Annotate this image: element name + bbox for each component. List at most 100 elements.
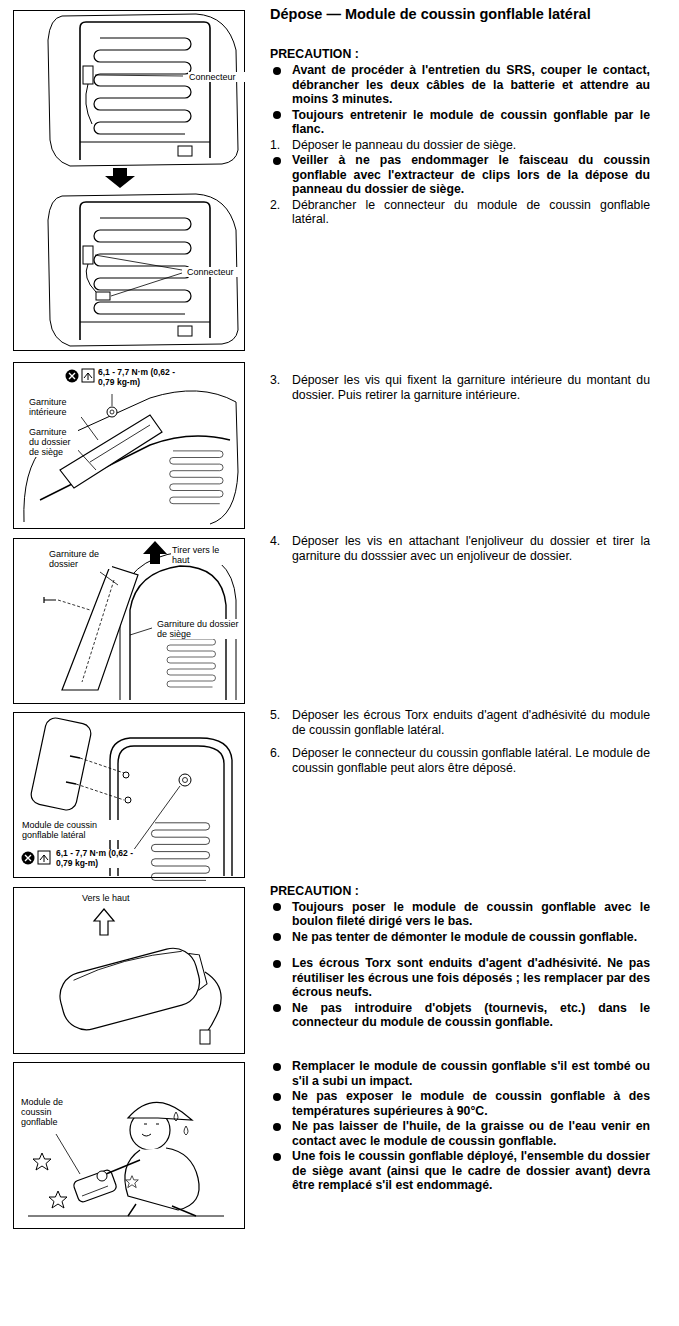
seat-back-view-part (95, 255, 182, 270)
precaution-heading: PRECAUTION : (270, 884, 650, 899)
bullet-dot (273, 1004, 281, 1012)
side-airbag-module-removal-part (183, 778, 188, 783)
side-airbag-module-removal-part (123, 772, 129, 778)
step-text: Déposer le connecteur du coussin gonflab… (292, 746, 650, 775)
bullet-dot (273, 157, 281, 165)
airbag-module-orientation-part (205, 972, 221, 1032)
seat-back-garnish-part (130, 628, 152, 635)
side-airbag-module-removal-part (130, 786, 180, 855)
seat-back-garnish-part (44, 597, 56, 603)
airbag-module-orientation-part (200, 1030, 210, 1044)
step-number: 2. (270, 198, 290, 213)
dropped-module-warning-part (82, 1186, 108, 1196)
seat-back-garnish-part (100, 572, 118, 585)
illustration-frame: 6,1 - 7,7 N·m (0,62 - 0,79 kg-m) Garnitur… (13, 362, 245, 529)
seat-back-view-part (105, 168, 135, 188)
part-label: Tirer vers le haut (171, 545, 235, 565)
seat-back-view-part (95, 75, 183, 76)
seat-back-inner-garnish-part (84, 373, 92, 380)
precaution-note: Avant de procéder à l'entretien du SRS, … (292, 63, 650, 107)
precaution-note: Les écrous Torx sont enduits d'agent d'a… (292, 956, 650, 1000)
dropped-module-warning-part (33, 1153, 51, 1170)
bullet-dot (273, 1153, 281, 1161)
seat-back-view-part-part (178, 146, 192, 156)
precaution-note: Ne pas laisser de l'huile, de la graisse… (292, 1119, 650, 1148)
seat-back-view-part-part (48, 14, 238, 166)
seat-back-view-part-part (96, 292, 110, 300)
precaution-heading: PRECAUTION : (270, 47, 650, 62)
airbag-module-orientation-part-part (189, 951, 208, 990)
dropped-module-warning-part (142, 1124, 159, 1136)
side-airbag-module-removal-part (76, 758, 124, 800)
side-airbag-module-removal-part (22, 852, 35, 865)
seat-back-inner-garnish-part-part (170, 451, 223, 504)
part-label: Garniture de dossier (48, 549, 112, 569)
side-airbag-module-removal-part (25, 855, 31, 861)
dropped-module-warning-part (126, 1176, 139, 1188)
seat-back-inner-garnish-part (66, 370, 79, 383)
side-airbag-module-removal-part (29, 716, 92, 812)
dropped-module-warning-part (72, 1169, 117, 1203)
part-label: Garniture du dossier de siège (28, 427, 78, 457)
bullet-dot (273, 933, 281, 941)
illustration-frame: Module de coussin gonflable latéral6,1 -… (13, 712, 245, 878)
seat-back-view-part-part (86, 264, 96, 292)
bullet-dot (273, 960, 281, 968)
dropped-module-warning-part (128, 1204, 196, 1216)
step-text: Débrancher le connecteur du module de co… (292, 198, 650, 227)
illustration-frame: Garniture de dossier Tirer vers le hautGa… (13, 538, 245, 704)
seat-back-inner-garnish-part (69, 373, 75, 379)
step-text: Déposer les vis en attachant l'enjoliveu… (292, 534, 650, 563)
illustration-frame: ConnecteurConnecteur (13, 10, 245, 351)
side-airbag-module-removal (22, 716, 233, 880)
step-number: 3. (270, 373, 290, 388)
seat-back-inner-garnish-part (24, 391, 238, 524)
step-number: 6. (270, 746, 290, 761)
seat-back-inner-garnish-part (170, 451, 223, 504)
side-airbag-module-removal-part (40, 855, 48, 862)
part-label: Module de coussin gonflable latéral (21, 820, 119, 840)
airbag-module-orientation-part (55, 941, 211, 1035)
seat-back-inner-garnish-part (112, 394, 113, 406)
seat-back-inner-garnish-part (110, 410, 114, 414)
part-label: Connecteur (188, 72, 246, 82)
part-label: Connecteur (186, 267, 244, 277)
precaution-note: Remplacer le module de coussin gonflable… (292, 1059, 650, 1088)
seat-back-garnish-part (62, 566, 138, 690)
seat-back-inner-garnish-part (90, 425, 150, 462)
dropped-module-warning-part (97, 1171, 107, 1181)
illustration-frame: Vers le haut (13, 887, 245, 1054)
part-label: Garniture du dossier de siège (156, 619, 240, 639)
precaution-note: Une fois le coussin gonflable déployé, l… (292, 1149, 650, 1193)
seat-back-garnish-part (58, 600, 90, 610)
airbag-module-orientation-part (94, 909, 114, 935)
seat-back-view-part-part (83, 246, 93, 264)
seat-back-view-part-part (94, 38, 191, 134)
seat-back-inner-garnish (24, 369, 238, 524)
dropped-module-warning-part (174, 1112, 188, 1135)
seat-back-garnish-part-part (167, 639, 216, 687)
bullet-dot (273, 903, 281, 911)
precaution-note: Toujours entretenir le module de coussin… (292, 108, 650, 137)
step-number: 5. (270, 708, 290, 723)
seat-back-inner-garnish-part (76, 448, 96, 470)
seat-back-view-part (111, 273, 182, 296)
precaution-note: Veiller à ne pas endommager le faisceau … (292, 153, 650, 197)
seat-back-inner-garnish-part (82, 369, 94, 382)
seat-back-view-part-part (94, 218, 191, 314)
bullet-dot (273, 111, 281, 119)
torque-spec: 6,1 - 7,7 N·m (0,62 - 0,79 kg-m) (97, 368, 177, 387)
step-text: Déposer le panneau du dossier de siège. (292, 138, 650, 153)
seat-back-inner-garnish-part (107, 407, 117, 417)
seat-back-garnish-part (167, 639, 216, 687)
page-title: Dépose — Module de coussin gonflable lat… (270, 6, 600, 22)
bullet-dot (273, 67, 281, 75)
part-label: Garniture intérieure (28, 397, 82, 417)
precaution-note: Toujours poser le module de coussin gonf… (292, 900, 650, 929)
step-number: 4. (270, 534, 290, 549)
part-label: Module de coussin gonflable (20, 1097, 82, 1127)
seat-back-view-part-part (83, 66, 93, 84)
step-text: Déposer les vis qui fixent la garniture … (292, 373, 650, 402)
seat-back-view-part (48, 14, 238, 166)
airbag-module-orientation-part-part (72, 946, 181, 980)
